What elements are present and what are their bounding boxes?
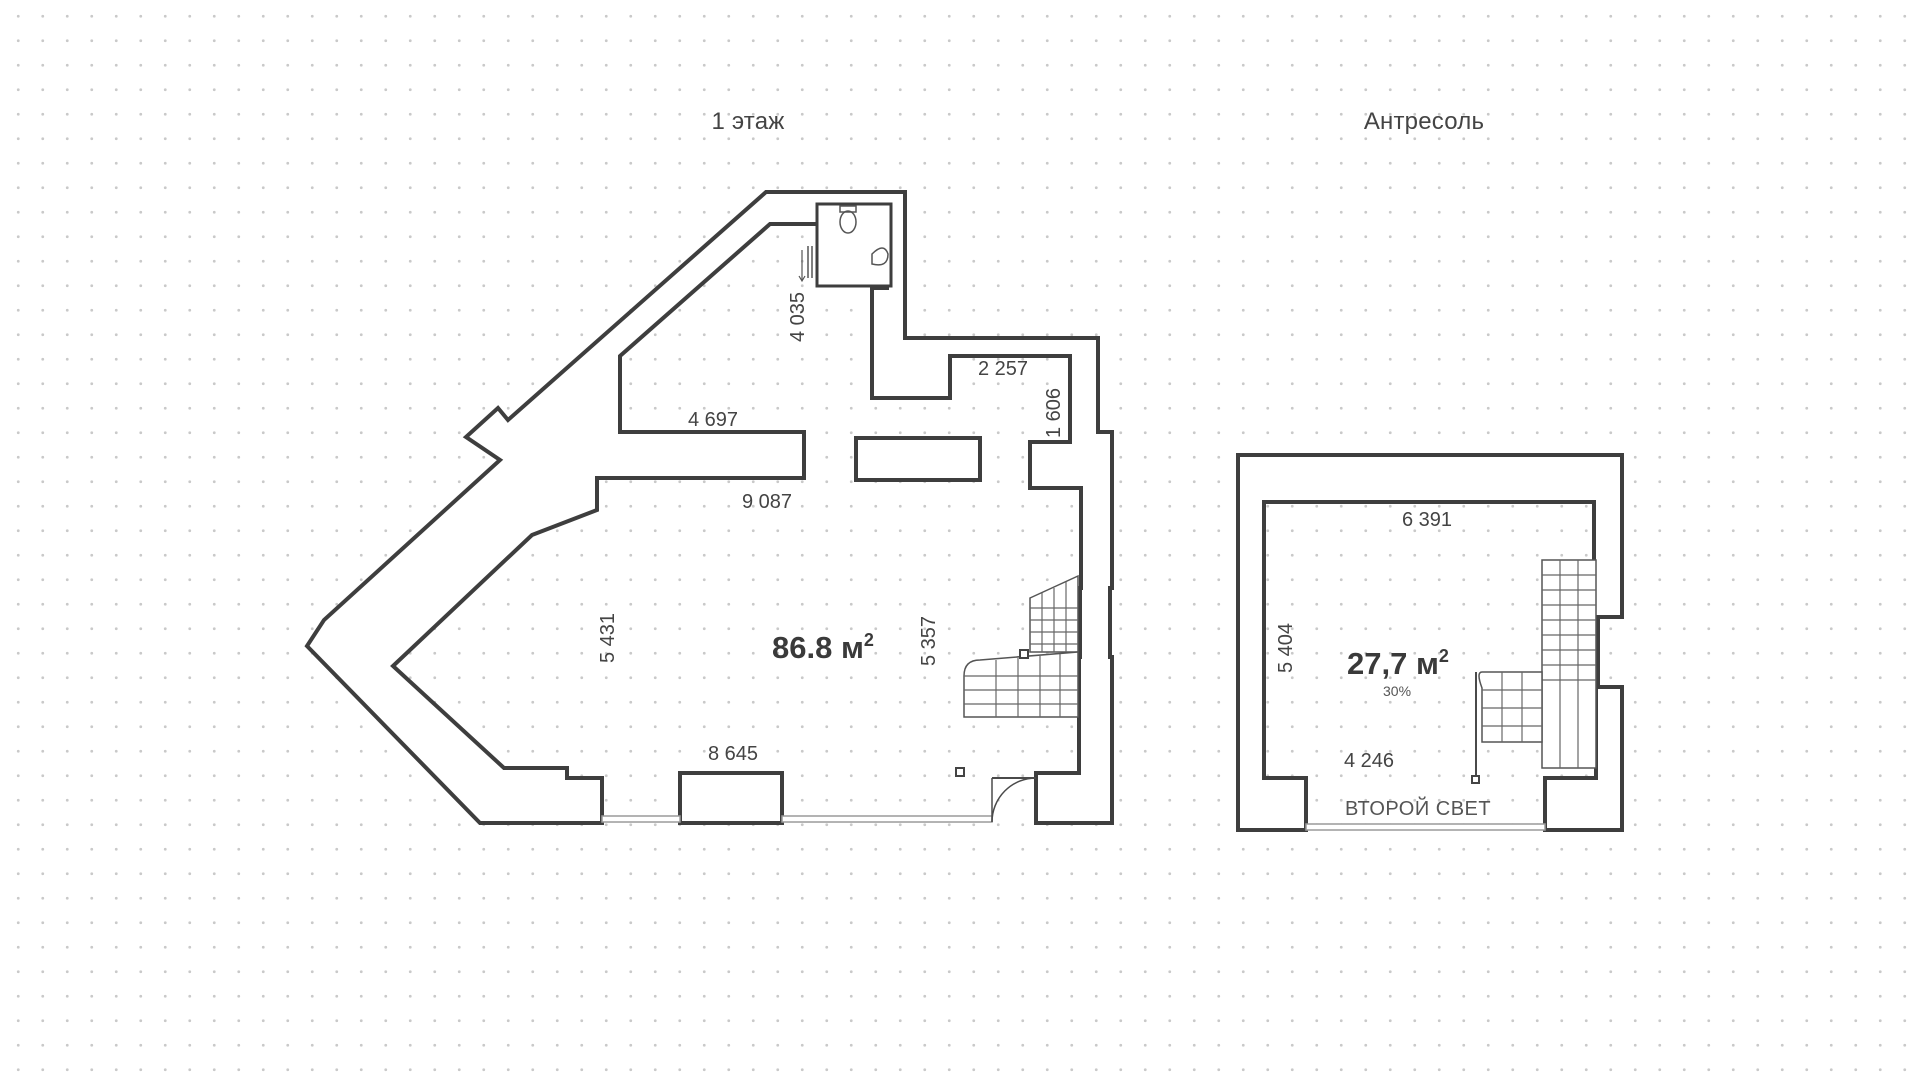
first-floor-stairs <box>963 574 1079 718</box>
dimension-label: 1 606 <box>1043 388 1065 438</box>
dimension-label: 5 404 <box>1275 623 1297 673</box>
first-floor-plan: 4 035 2 257 1 606 4 697 9 087 5 431 5 35… <box>304 190 1114 825</box>
first-floor-title: 1 этаж <box>711 108 785 135</box>
dimension-label: 5 431 <box>597 613 619 663</box>
first-floor-walls <box>304 190 1114 825</box>
dimension-label: 2 257 <box>978 358 1028 380</box>
mezzanine-area: 27,7 м2 <box>1347 646 1449 681</box>
dimension-label: 4 697 <box>688 409 738 431</box>
bathroom <box>798 202 893 288</box>
mezzanine-stairs <box>1471 559 1597 784</box>
mezzanine-area-percent: 30% <box>1383 683 1411 699</box>
column-marker <box>955 767 965 777</box>
dimension-label: 9 087 <box>742 491 792 513</box>
dimension-label: 5 357 <box>918 616 940 666</box>
mezzanine-title: Антресоль <box>1363 108 1485 135</box>
window-glazing-center <box>781 815 993 823</box>
sink-icon <box>871 247 889 266</box>
mezzanine-walls <box>1236 453 1624 832</box>
window-glazing-left <box>601 815 681 823</box>
bottom-wall-segment <box>678 771 784 825</box>
dimension-label: 4 246 <box>1344 750 1394 772</box>
dimension-label: 6 391 <box>1402 509 1452 531</box>
toilet-icon <box>839 210 857 234</box>
mezzanine-plan: 6 391 5 404 4 246 27,7 м2 30% ВТОРОЙ СВЕ… <box>1236 453 1624 832</box>
entry-door <box>991 777 1037 823</box>
dimension-label: 8 645 <box>708 743 758 765</box>
interior-wall-block <box>854 436 982 482</box>
dimension-label: 4 035 <box>787 292 809 342</box>
second-light-label: ВТОРОЙ СВЕТ <box>1345 796 1491 820</box>
first-floor-area: 86.8 м2 <box>772 630 874 665</box>
second-light-glazing <box>1305 823 1546 831</box>
